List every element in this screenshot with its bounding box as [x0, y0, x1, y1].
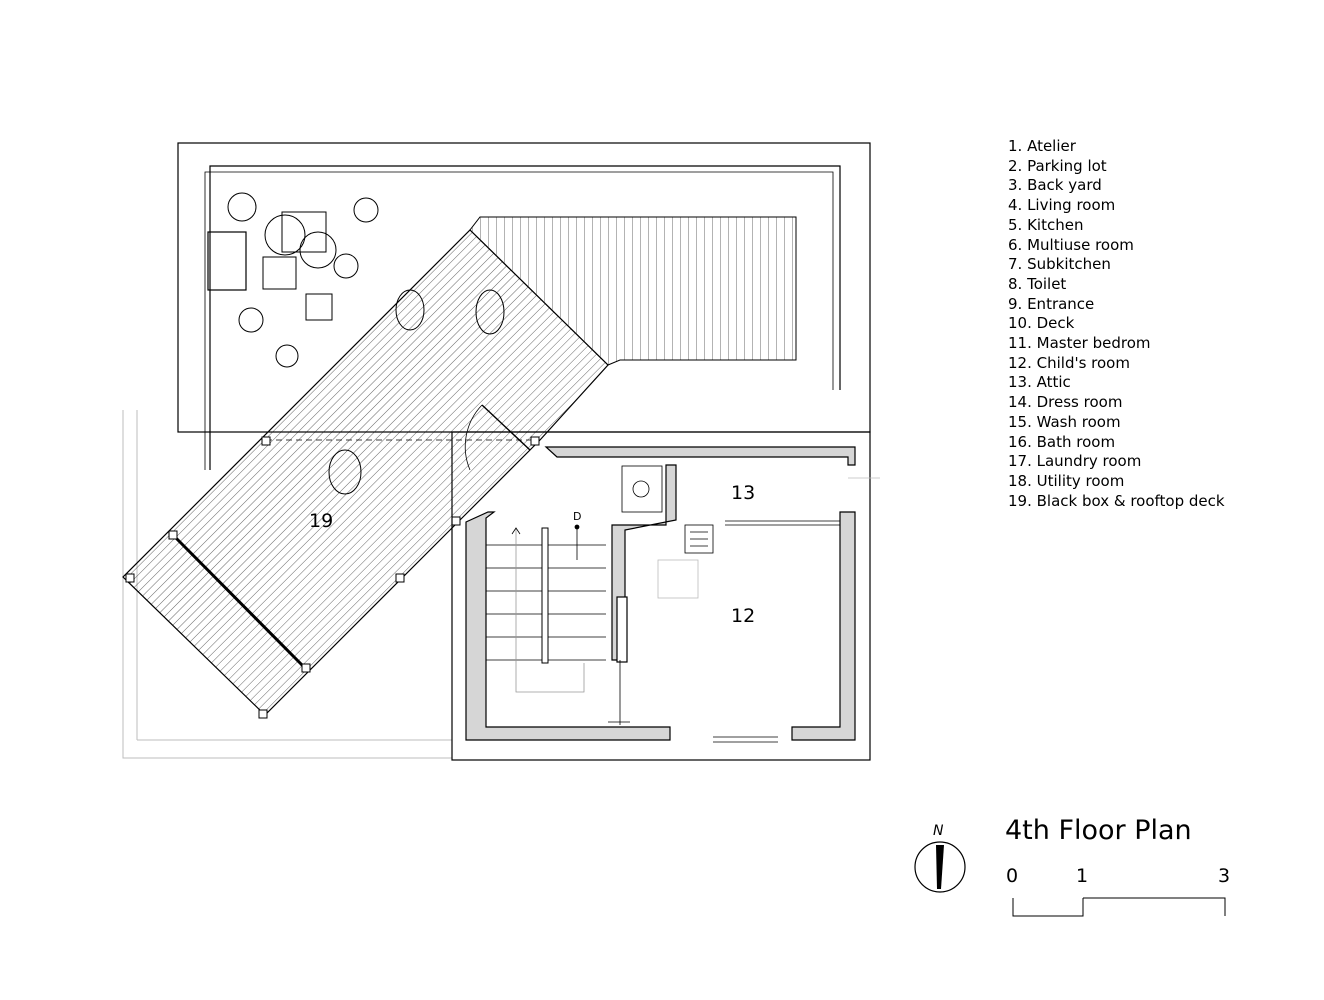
scale-label-1: 1 — [1076, 865, 1089, 887]
roof-garden — [227, 192, 505, 495]
stairs — [486, 524, 606, 693]
legend-item: 2. Parking lot — [1008, 156, 1107, 175]
legend-item: 11. Master bedrom — [1008, 334, 1151, 353]
legend-item: 1. Atelier — [1008, 137, 1076, 155]
legend-item: 4. Living room — [1008, 196, 1116, 215]
scale-bar — [1012, 897, 1226, 917]
legend-item: 14. Dress room — [1008, 393, 1123, 412]
stair-direction-label: D — [573, 510, 582, 523]
legend-item: 18. Utility room — [1008, 471, 1125, 490]
legend-item: 17. Laundry room — [1008, 452, 1142, 471]
north-label: N — [933, 823, 944, 839]
building-walls — [451, 431, 871, 761]
room-label-13: 13 — [731, 482, 756, 504]
legend-item: 15. Wash room — [1008, 412, 1121, 431]
legend-item: 8. Toilet — [1008, 274, 1067, 293]
plan-title: 4th Floor Plan — [1005, 815, 1192, 846]
room-label-12: 12 — [731, 605, 756, 627]
legend-item: 16. Bath room — [1008, 432, 1116, 451]
fixtures — [608, 465, 880, 743]
scale-label-0: 0 — [1006, 865, 1019, 887]
north-arrow — [914, 841, 966, 893]
legend-item: 7. Subkitchen — [1008, 255, 1111, 274]
legend-item: 12. Child's room — [1008, 353, 1130, 372]
scale-label-3: 3 — [1218, 865, 1231, 887]
legend-item: 10. Deck — [1008, 314, 1075, 333]
legend-item: 5. Kitchen — [1008, 215, 1084, 234]
legend-item: 13. Attic — [1008, 373, 1071, 392]
legend-item: 19. Black box & rooftop deck — [1008, 491, 1225, 510]
room-label-19: 19 — [309, 510, 334, 532]
legend-item: 6. Multiuse room — [1008, 235, 1134, 254]
legend-item: 3. Back yard — [1008, 176, 1102, 195]
legend-item: 9. Entrance — [1008, 294, 1095, 313]
rooftop-deck — [122, 229, 609, 719]
